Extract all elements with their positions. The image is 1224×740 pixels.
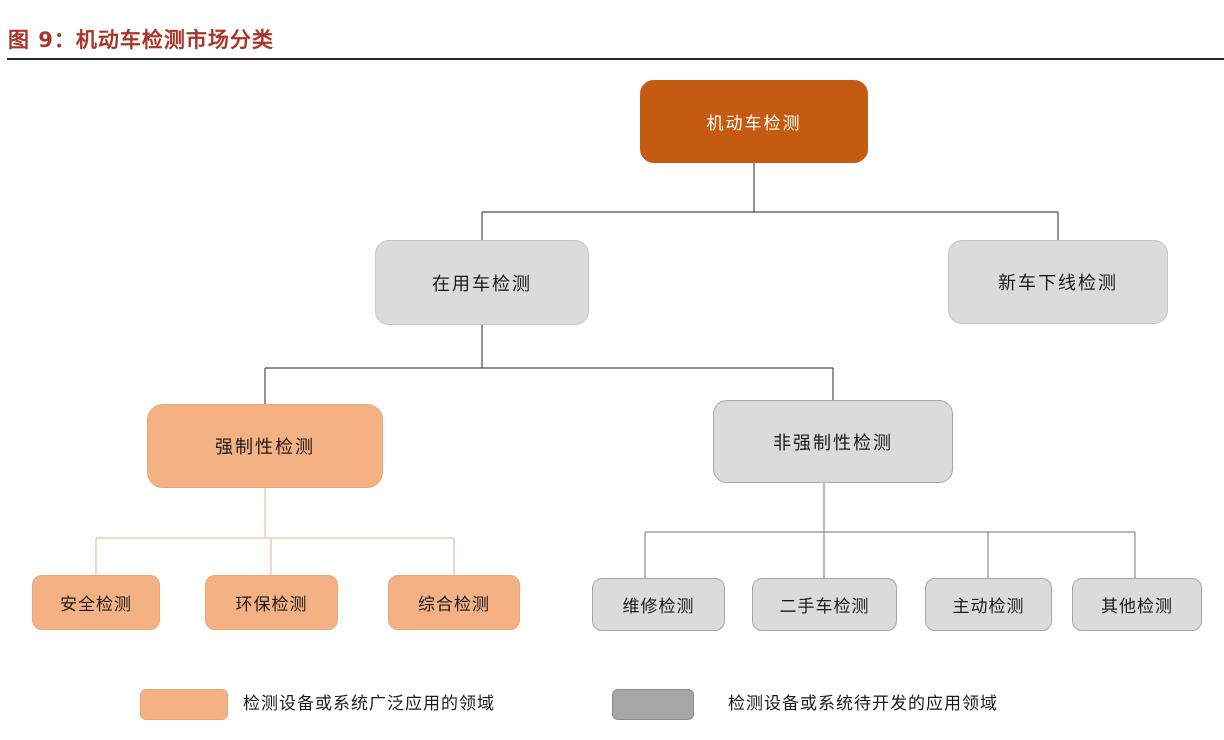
leaf-comprehensive-inspection: 综合检测: [388, 575, 520, 630]
connector-nonmandatory-to-leaves: [644, 483, 1136, 578]
legend-label-gray: 检测设备或系统待开发的应用领域: [728, 694, 998, 714]
leaf-safety-inspection: 安全检测: [32, 575, 160, 630]
connector-mandatory-to-leaves: [95, 488, 455, 575]
leaf-maintenance-inspection: 维修检测: [592, 578, 725, 631]
title-rule: [7, 58, 1224, 60]
node-new-vehicle-offline-inspection: 新车下线检测: [948, 240, 1168, 324]
node-non-mandatory-inspection: 非强制性检测: [713, 400, 953, 483]
legend-swatch-gray: [612, 689, 694, 720]
leaf-used-car-inspection: 二手车检测: [752, 578, 897, 631]
leaf-other-inspection: 其他检测: [1072, 578, 1202, 631]
connector-root-to-level2: [481, 163, 1059, 240]
figure-title: 图 9：机动车检测市场分类: [8, 28, 274, 52]
connector-inuse-to-level3: [264, 325, 834, 404]
leaf-environmental-inspection: 环保检测: [205, 575, 338, 630]
node-mandatory-inspection: 强制性检测: [147, 404, 383, 488]
node-in-use-vehicle-inspection: 在用车检测: [375, 240, 589, 325]
node-vehicle-inspection-root: 机动车检测: [640, 80, 868, 163]
legend-label-orange: 检测设备或系统广泛应用的领域: [243, 694, 495, 714]
legend-swatch-orange: [140, 689, 228, 720]
leaf-active-inspection: 主动检测: [925, 578, 1052, 631]
